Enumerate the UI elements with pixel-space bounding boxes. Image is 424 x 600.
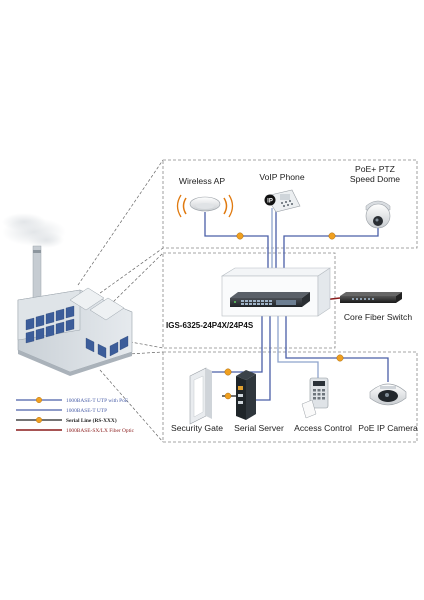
serial-server-icon: [236, 370, 256, 420]
access-control-icon: [301, 377, 329, 419]
ip-camera-icon: [369, 383, 407, 406]
access-control-label: Access Control: [294, 423, 352, 433]
poe-markers: [224, 232, 344, 400]
switch-model-label: IGS-6325-24P4X/24P4S: [166, 321, 254, 330]
ptz-camera-icon: [365, 200, 391, 229]
core-switch-label: Core Fiber Switch: [344, 312, 413, 322]
zone-bottom: [162, 351, 418, 443]
zone-top: [162, 159, 418, 249]
security-gate-label: Security Gate: [171, 423, 223, 433]
legend-item-utp: 1000BASE-T UTP: [16, 408, 107, 414]
wireless-ap-label: Wireless AP: [179, 176, 226, 186]
legend-label: 1000BASE-T UTP with PoE: [66, 398, 129, 404]
voip-phone-icon: [264, 189, 301, 213]
wireless-ap-icon: [176, 194, 234, 218]
chimney: [32, 245, 42, 303]
legend-item-utp-poe: 1000BASE-T UTP with PoE: [16, 397, 129, 404]
factory-building: [2, 213, 133, 376]
ptz-label-line1: PoE+ PTZ: [355, 164, 395, 174]
ptz-label-line2: Speed Dome: [350, 174, 400, 184]
legend-item-fiber: 1000BASE-SX/LX Fiber Optic: [16, 428, 135, 434]
legend-label: 1000BASE-SX/LX Fiber Optic: [66, 428, 135, 434]
legend-label: 1000BASE-T UTP: [66, 408, 107, 414]
core-fiber-switch-icon: [340, 292, 402, 303]
factory-windows: [25, 305, 129, 359]
zone-middle: [162, 252, 336, 349]
legend-label: Serial Line (RS-XXX): [66, 417, 117, 424]
security-gate-icon: [189, 367, 212, 425]
ip-camera-label: PoE IP Camera: [358, 423, 418, 433]
ip-badge: IP: [267, 199, 273, 205]
legend-item-serial: Serial Line (RS-XXX): [16, 417, 117, 424]
voip-phone-label: VoIP Phone: [259, 172, 304, 182]
legend: 1000BASE-T UTP with PoE 1000BASE-T UTP S…: [16, 397, 135, 434]
igs-switch-icon: [230, 292, 310, 307]
serial-server-label: Serial Server: [234, 423, 284, 433]
